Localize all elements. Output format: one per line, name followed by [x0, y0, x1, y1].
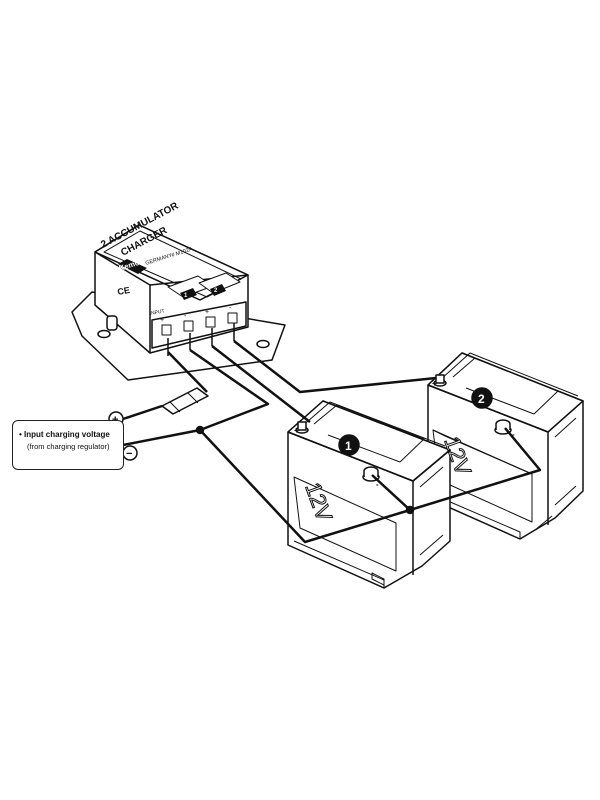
input-voltage-callout: • Input charging voltage (from charging …: [12, 420, 124, 470]
terminal-label-3: +: [205, 309, 209, 316]
terminal-label-1: +: [160, 317, 164, 324]
battery-2-number: 2: [478, 392, 485, 406]
input-minus-symbol: −: [126, 448, 132, 460]
battery-2-marker: [471, 387, 493, 409]
input-label: INPUT: [149, 308, 165, 317]
charger-module: [71, 224, 286, 381]
input-callout-subtitle: (from charging regulator): [27, 442, 110, 451]
fuse-holder: [161, 387, 209, 415]
battery-1-plus: +: [294, 426, 299, 435]
battery-2-minus: -: [512, 430, 515, 439]
wire-junction-negative: [405, 505, 415, 515]
relay-1-number: 1: [184, 293, 188, 299]
battery-2-voltage: 12V: [439, 433, 476, 479]
terminal-label-4: -: [229, 305, 232, 312]
wires: [122, 340, 542, 544]
ce-mark: CE: [117, 285, 131, 297]
input-callout-title: • Input charging voltage: [19, 430, 110, 439]
battery-2-plus: +: [432, 379, 437, 388]
wire-junction-input: [195, 425, 205, 435]
battery-1: [287, 400, 451, 589]
battery-1-minus: -: [376, 480, 379, 489]
relay-2-number: 2: [214, 288, 218, 294]
battery-1-marker: [338, 434, 360, 456]
battery-1-number: 1: [345, 439, 352, 453]
terminal-label-2: -: [184, 313, 187, 320]
